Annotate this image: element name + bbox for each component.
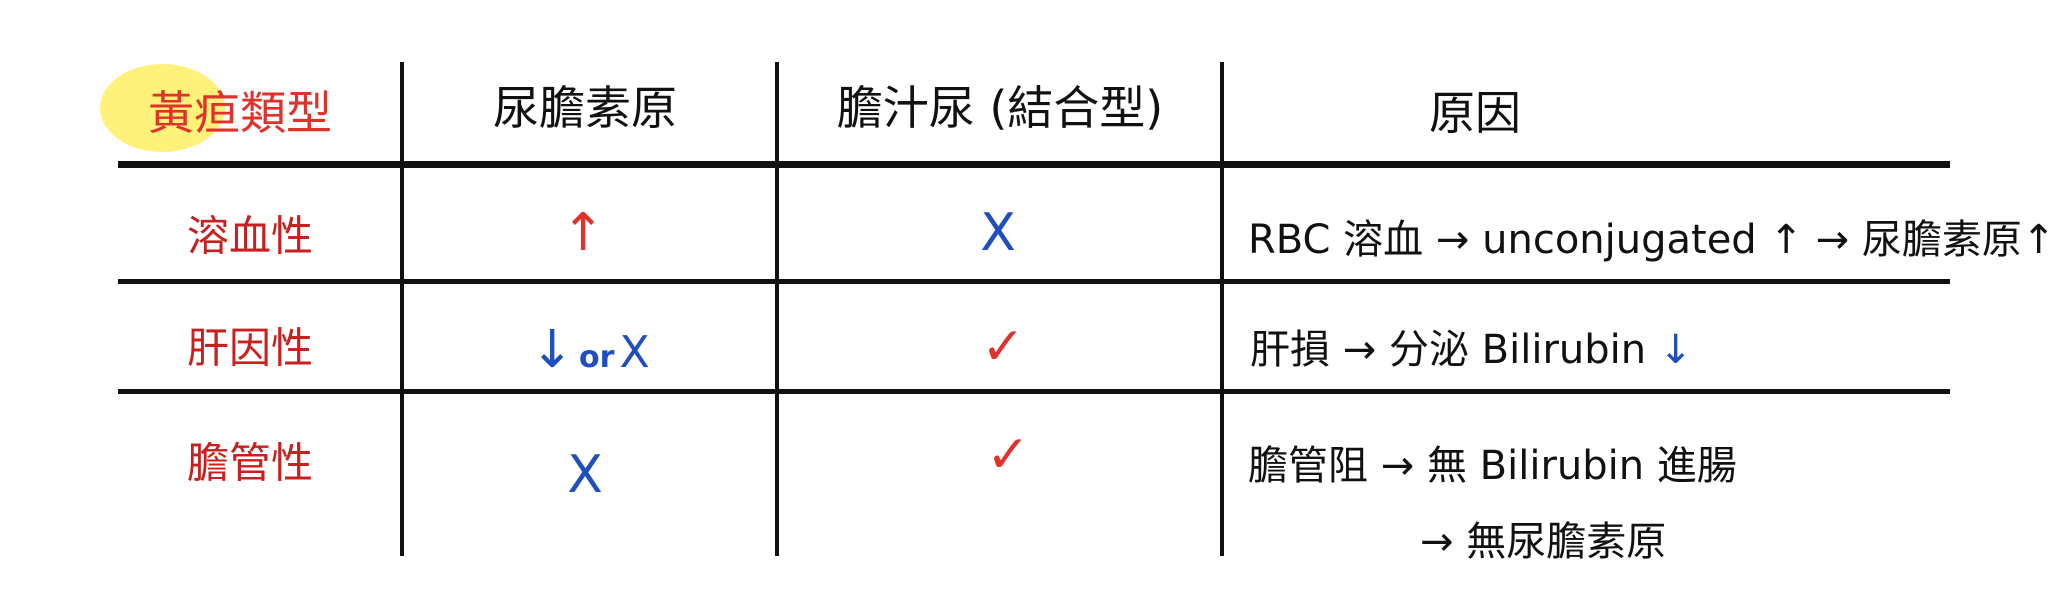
urobilinogen-hepatic: ↓ or X bbox=[530, 320, 649, 380]
down-arrow-icon: ↓ bbox=[530, 320, 574, 380]
reason-cholestatic-line1: 膽管阻 → 無 Bilirubin 進腸 bbox=[1248, 443, 1737, 489]
reason-hepatic: 肝損 → 分泌 Bilirubin ↓ bbox=[1250, 317, 1692, 375]
x-mark-icon: X bbox=[567, 445, 603, 505]
row-type-hemolytic: 溶血性 bbox=[186, 211, 314, 261]
down-arrow-icon: ↓ bbox=[1658, 327, 1693, 373]
x-mark-icon: X bbox=[619, 327, 650, 378]
row-divider bbox=[118, 389, 1950, 394]
up-arrow-icon: ↑ bbox=[561, 203, 605, 263]
or-text: or bbox=[579, 340, 615, 375]
check-mark-icon: ✓ bbox=[986, 425, 1030, 485]
row-type-cholestatic: 膽管性 bbox=[186, 438, 314, 488]
column-divider bbox=[1220, 62, 1224, 556]
column-divider bbox=[400, 62, 404, 556]
x-mark-icon: X bbox=[980, 203, 1016, 263]
row-divider bbox=[118, 279, 1950, 284]
header-urobilinogen: 尿膽素原 bbox=[493, 81, 677, 135]
header-highlight bbox=[100, 64, 225, 152]
check-mark-icon: ✓ bbox=[981, 317, 1025, 377]
row-type-hepatic: 肝因性 bbox=[186, 323, 314, 373]
reason-text: RBC 溶血 → unconjugated bbox=[1248, 217, 1770, 263]
row-divider bbox=[118, 161, 1950, 168]
reason-text: 肝損 → 分泌 Bilirubin bbox=[1250, 327, 1647, 373]
reason-hemolytic: RBC 溶血 → unconjugated ↑ → 尿膽素原↑ bbox=[1248, 207, 2051, 265]
up-arrow-icon: ↑ bbox=[1769, 217, 1803, 263]
reason-cholestatic-line2: → 無尿膽素原 bbox=[1420, 519, 1667, 565]
header-reason: 原因 bbox=[1429, 86, 1521, 140]
column-divider bbox=[775, 62, 779, 556]
header-jaundice-type: 黃疸類型 bbox=[148, 86, 332, 140]
header-bilirubinuria: 膽汁尿 (結合型) bbox=[836, 81, 1164, 135]
up-arrow-icon: ↑ bbox=[2021, 217, 2051, 263]
reason-text: → 尿膽素原 bbox=[1802, 217, 2022, 263]
